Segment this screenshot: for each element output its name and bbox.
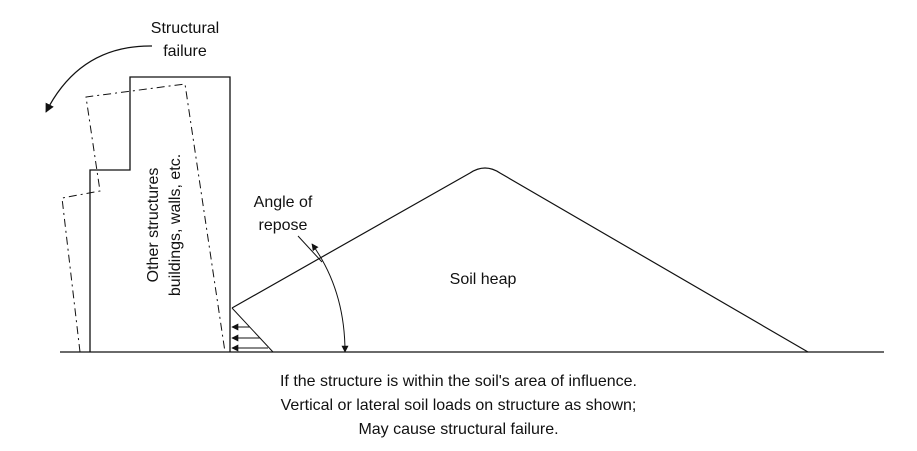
tilted-structure-outline <box>61 83 226 353</box>
structures-label-group: Other structures buildings, walls, etc. <box>145 154 184 296</box>
soil-heap-label: Soil heap <box>450 271 517 288</box>
lateral-pressure-triangle <box>231 307 274 353</box>
structural-failure-arrow-icon <box>45 45 153 113</box>
angle-of-repose-label-line1: Angle of <box>254 194 313 211</box>
angle-of-repose-label-line2: repose <box>259 217 308 234</box>
angle-of-repose-arc <box>311 243 349 353</box>
soil-heap-outline <box>231 167 809 353</box>
angle-leader-line <box>297 235 323 263</box>
structural-failure-label-line1: Structural <box>151 20 219 37</box>
structural-failure-label-line2: failure <box>163 43 207 60</box>
structures-label-line2: buildings, walls, etc. <box>167 154 184 296</box>
structure-outline <box>89 76 231 352</box>
caption-line1: If the structure is within the soil's ar… <box>279 373 637 390</box>
caption-line3: May cause structural failure. <box>358 421 559 438</box>
caption-line2: Vertical or lateral soil loads on struct… <box>280 397 637 414</box>
structures-label-line1: Other structures <box>145 168 162 283</box>
